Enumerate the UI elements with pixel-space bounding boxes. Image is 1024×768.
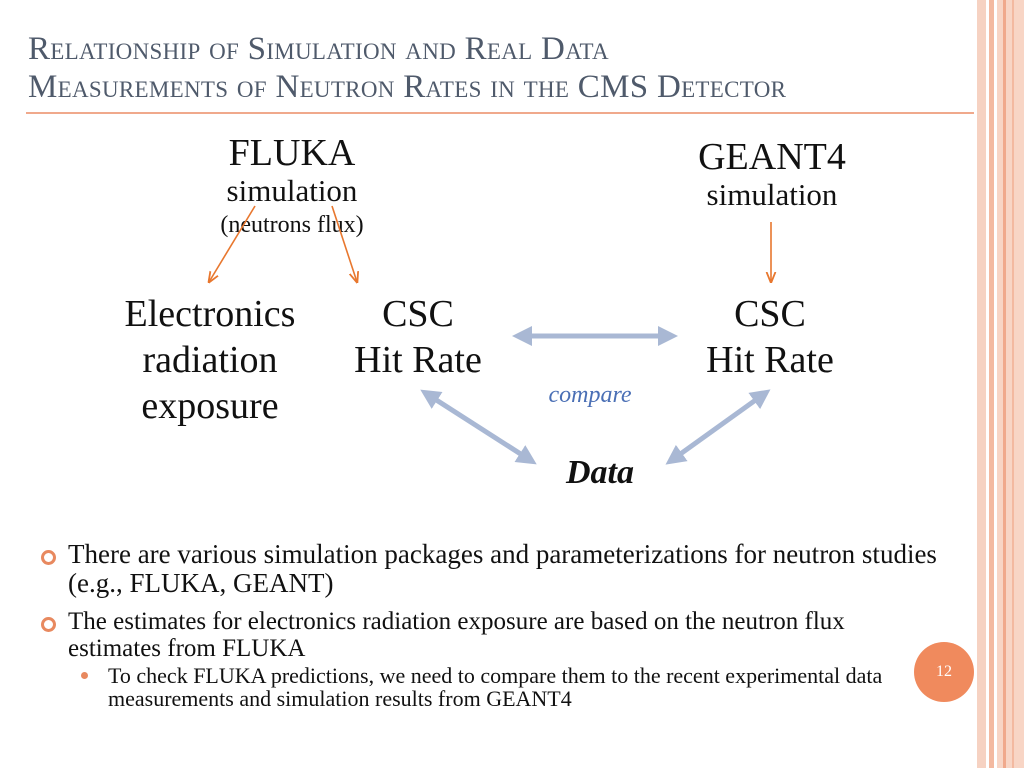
csc-right-line-1: CSC: [734, 293, 806, 335]
fluka-subtitle: simulation: [226, 173, 358, 208]
compare-label: compare: [548, 382, 632, 408]
bullet-text: The estimates for electronics radiation …: [68, 608, 845, 662]
page-number-badge: 12: [914, 642, 974, 702]
decor-stripe: [997, 0, 1024, 768]
arrow-fluka-to-electronics: [209, 205, 256, 282]
electronics-line-2: radiation: [142, 339, 278, 381]
electronics-line-1: Electronics: [124, 293, 296, 335]
csc-left-line-2: Hit Rate: [354, 339, 482, 381]
bullet-ring-icon: [41, 550, 56, 565]
fluka-name: FLUKA: [228, 132, 356, 174]
geant4-node: GEANT4 simulation: [672, 134, 872, 214]
data-node: Data: [566, 454, 634, 491]
bullet-ring-icon: [41, 617, 56, 632]
geant4-name: GEANT4: [698, 136, 846, 178]
slide-title-line-1: Relationship of Simulation and Real Data: [28, 31, 609, 67]
slide-title-line-2: Measurements of Neutron Rates in the CMS…: [28, 69, 787, 105]
bullet-list: There are various simulation packages an…: [38, 540, 938, 710]
csc-right-node: CSC Hit Rate: [670, 291, 870, 383]
bullet-item: There are various simulation packages an…: [38, 540, 938, 598]
bullet-text: There are various simulation packages an…: [68, 539, 937, 598]
csc-left-line-1: CSC: [382, 293, 454, 335]
decor-stripe: [989, 0, 994, 768]
geant4-subtitle: simulation: [706, 177, 838, 212]
fluka-node: FLUKA simulation (neutrons flux): [192, 130, 392, 240]
sub-bullet-text: To check FLUKA predictions, we need to c…: [108, 663, 883, 711]
arrow-fluka-to-csc: [331, 205, 357, 282]
csc-right-line-2: Hit Rate: [706, 339, 834, 381]
decor-stripe: [1003, 0, 1006, 768]
decor-stripe: [977, 0, 986, 768]
decor-stripe: [1012, 0, 1014, 768]
arrow-csc-left-data: [420, 389, 537, 465]
sub-bullet-item: To check FLUKA predictions, we need to c…: [38, 664, 938, 710]
electronics-line-3: exposure: [141, 385, 279, 427]
bullet-item: The estimates for electronics radiation …: [38, 608, 938, 662]
arrow-csc-right-data: [665, 389, 771, 465]
bullet-dot-icon: [81, 672, 88, 679]
slide-title: Relationship of Simulation and Real Data…: [28, 30, 978, 106]
electronics-exposure-node: Electronics radiation exposure: [100, 291, 320, 429]
csc-left-node: CSC Hit Rate: [318, 291, 518, 383]
title-divider: [26, 112, 974, 114]
